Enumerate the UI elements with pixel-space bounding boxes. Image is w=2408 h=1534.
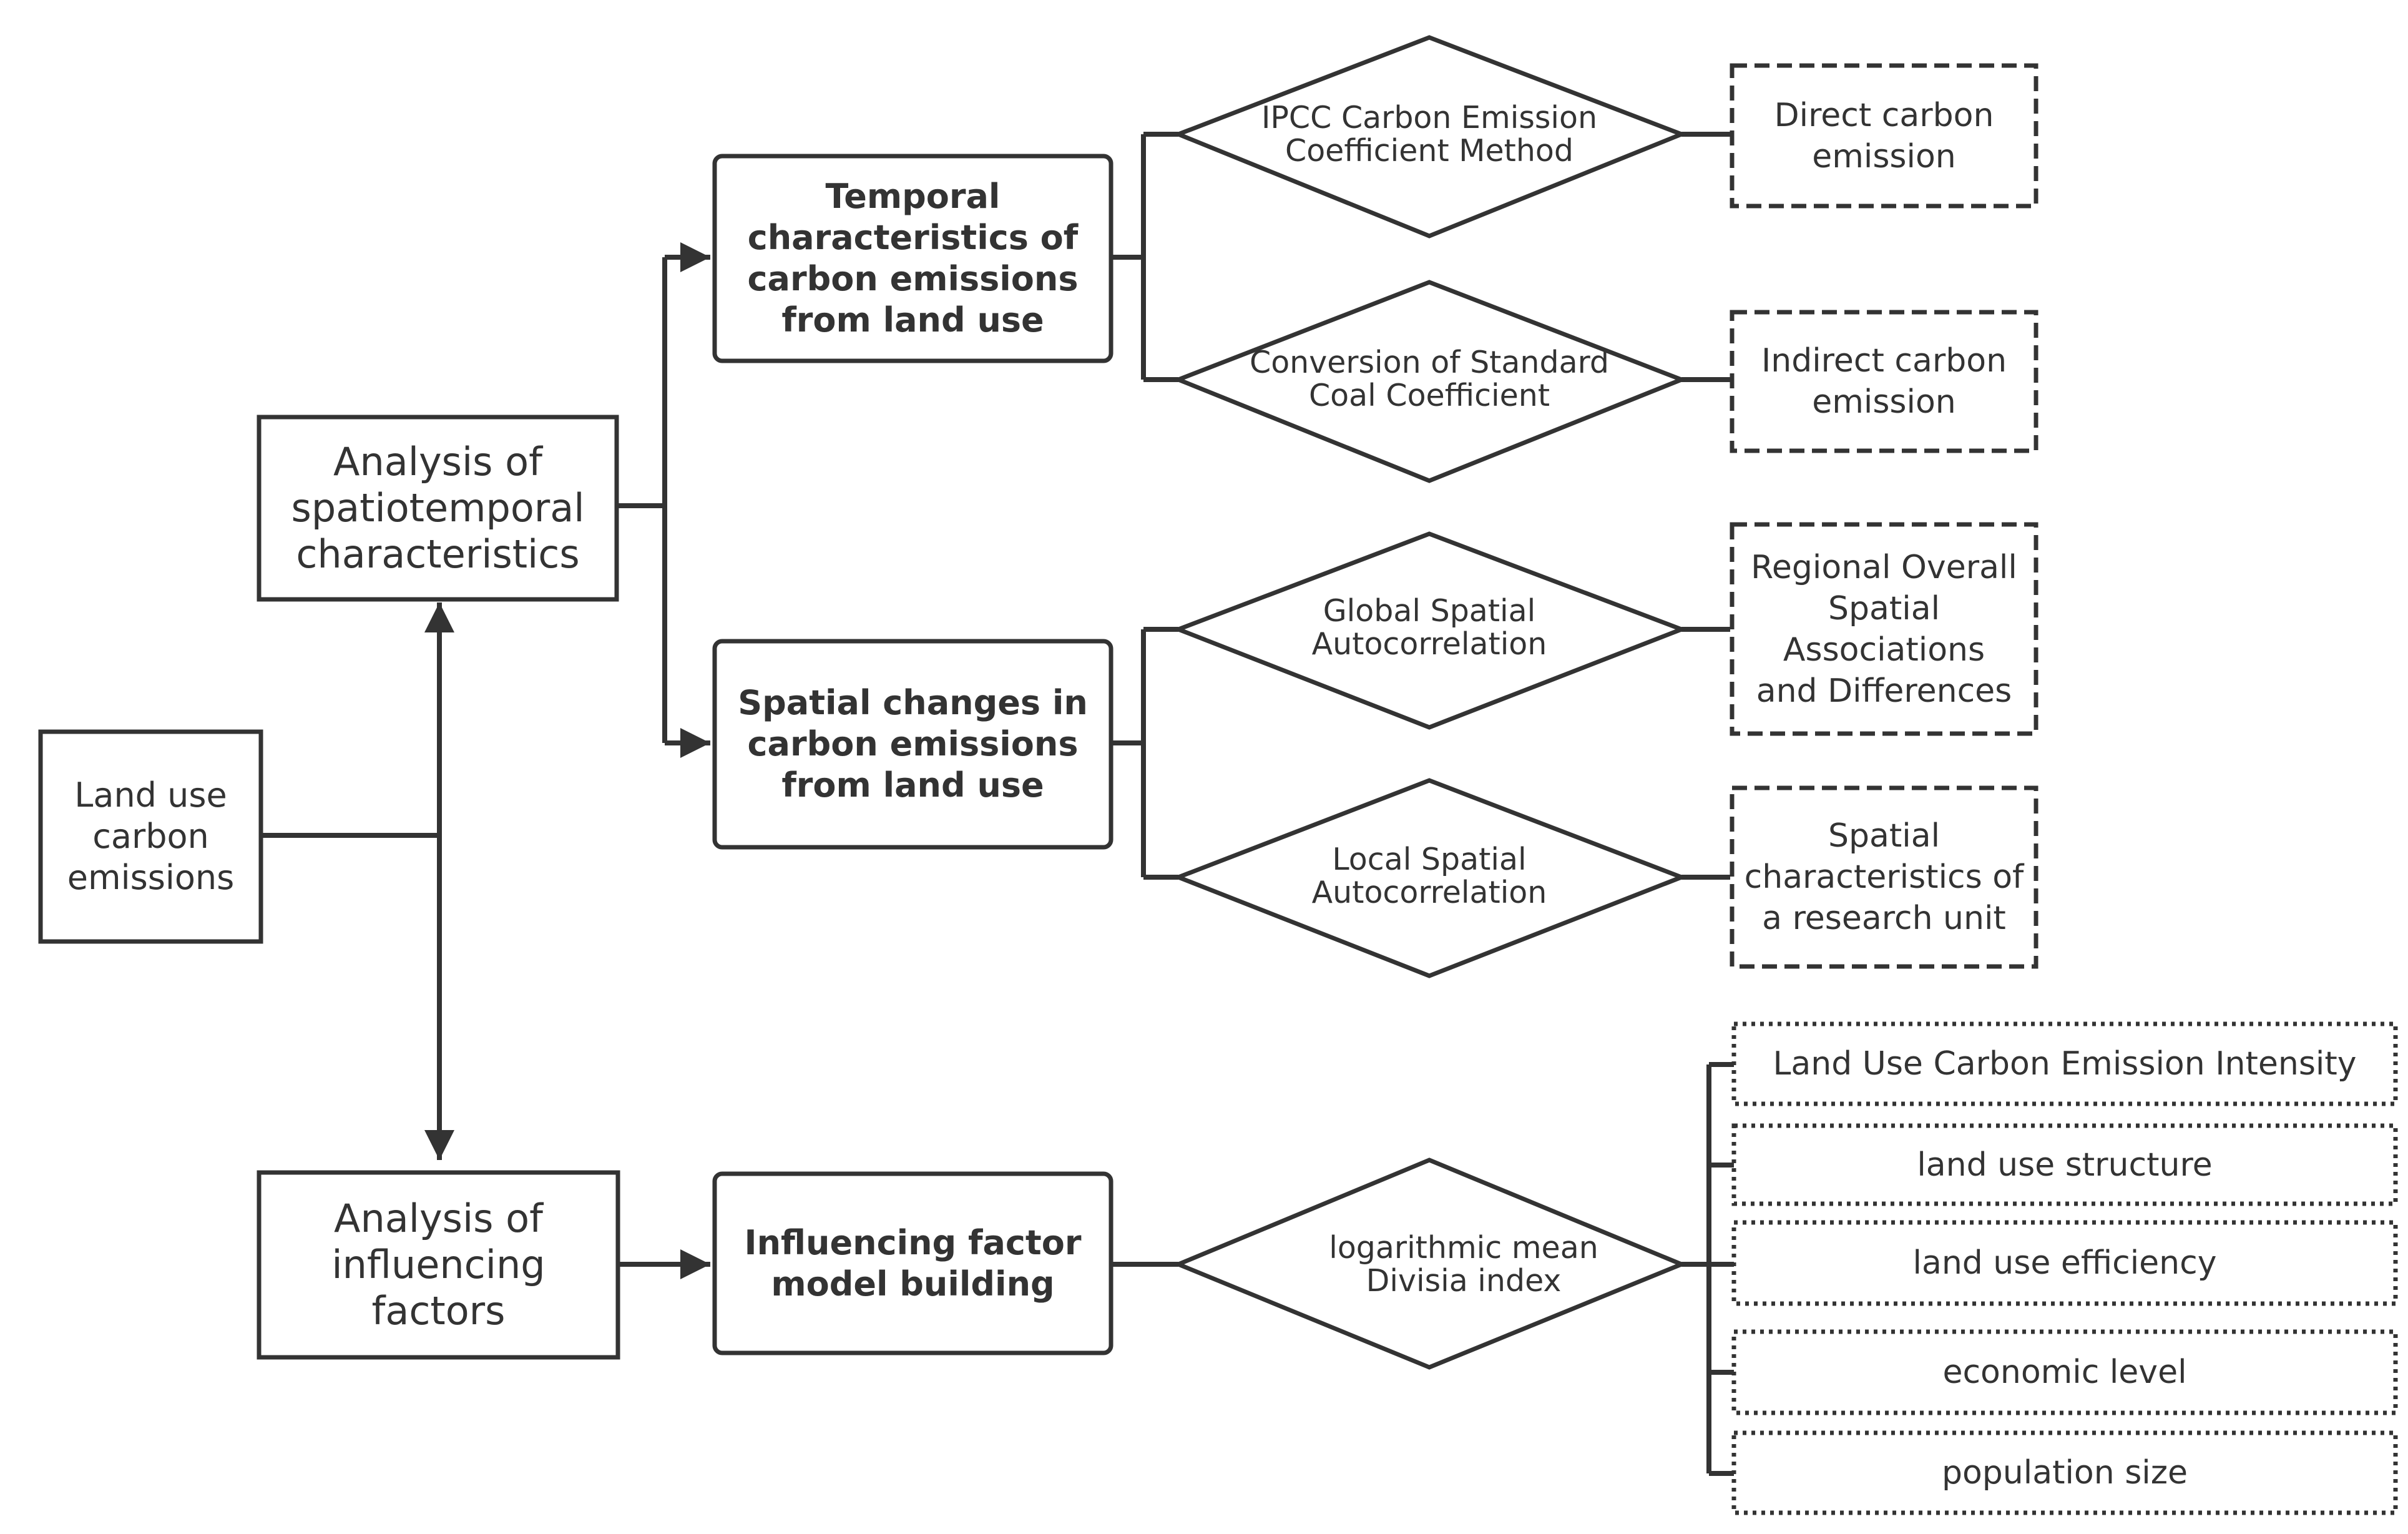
- factor-box-5: [1731, 1430, 2398, 1515]
- model-node-text: Influencing factor model building: [744, 1222, 1082, 1304]
- factor-text-2: land use structure: [1917, 1146, 2213, 1184]
- spatiotemporal-node-box: [257, 415, 619, 602]
- unit-result-box: [1730, 785, 2038, 969]
- local-diamond: [1172, 778, 1688, 978]
- ipcc-diamond: [1172, 35, 1688, 238]
- factor-label-2: land use structure: [1741, 1128, 2388, 1201]
- factor-text-5: population size: [1941, 1454, 2188, 1492]
- factor-box-2: [1731, 1123, 2398, 1206]
- result-boxes: [1730, 63, 2038, 969]
- factor-label-5: population size: [1741, 1435, 2388, 1510]
- factor-boxes: [1731, 1021, 2398, 1515]
- direct-result-text: Direct carbon emission: [1774, 96, 1994, 175]
- factor-label-1: Land Use Carbon Emission Intensity: [1741, 1026, 2388, 1101]
- influencing-node-label: Analysis of influencing factors: [275, 1178, 602, 1352]
- indirect-result-text: Indirect carbon emission: [1761, 342, 2007, 421]
- direct-result-label: Direct carbon emission: [1748, 70, 2020, 202]
- factor-text-3: land use efficiency: [1912, 1244, 2217, 1282]
- spatial-node-label: Spatial changes in carbon emissions from…: [737, 645, 1089, 843]
- indirect-result-box: [1730, 310, 2038, 453]
- temporal-node-text: Temporal characteristics of carbon emiss…: [747, 177, 1079, 340]
- influencing-node-box: [257, 1170, 620, 1360]
- factor-box-4: [1731, 1329, 2398, 1415]
- spatiotemporal-node-label: Analysis of spatiotemporal characteristi…: [268, 422, 607, 594]
- root-node-text: Land use carbon emissions: [67, 775, 235, 897]
- coal-diamond: [1172, 280, 1688, 483]
- direct-result-box: [1730, 63, 2038, 209]
- global-diamond-text: Global Spatial Autocorrelation: [1311, 593, 1547, 662]
- spatial-node-box: [712, 639, 1113, 850]
- factor-text-1: Land Use Carbon Emission Intensity: [1773, 1045, 2357, 1083]
- lmdi-diamond: [1172, 1158, 1688, 1370]
- spatiotemporal-node-text: Analysis of spatiotemporal characteristi…: [291, 439, 585, 577]
- factor-label-4: economic level: [1741, 1334, 2388, 1410]
- regional-result-text: Regional Overall Spatial Associations an…: [1751, 548, 2017, 710]
- model-node-box: [712, 1171, 1113, 1355]
- unit-result-label: Spatial characteristics of a research un…: [1741, 792, 2027, 963]
- local-diamond-text: Local Spatial Autocorrelation: [1311, 842, 1547, 910]
- temporal-node-label: Temporal characteristics of carbon emiss…: [743, 160, 1083, 357]
- global-diamond: [1172, 531, 1688, 730]
- regional-result-box: [1730, 522, 2038, 736]
- model-node-label: Influencing factor model building: [733, 1178, 1092, 1349]
- lmdi-diamond-label: logarithmic mean Divisia index: [1308, 1217, 1620, 1311]
- root-node-label: Land use carbon emissions: [47, 737, 255, 937]
- factor-box-3: [1731, 1220, 2398, 1306]
- spatial-node-text: Spatial changes in carbon emissions from…: [738, 683, 1088, 805]
- coal-diamond-text: Conversion of Standard Coal Coefficient: [1249, 345, 1609, 413]
- ipcc-diamond-label: IPCC Carbon Emission Coefficient Method: [1239, 87, 1620, 181]
- factor-text-4: economic level: [1942, 1354, 2187, 1391]
- factor-box-1: [1731, 1021, 2398, 1106]
- indirect-result-label: Indirect carbon emission: [1760, 316, 2008, 447]
- root-node-box: [38, 729, 263, 944]
- lmdi-diamond-text: logarithmic mean Divisia index: [1329, 1230, 1598, 1299]
- regional-result-label: Regional Overall Spatial Associations an…: [1748, 524, 2020, 734]
- local-diamond-label: Local Spatial Autocorrelation: [1270, 829, 1588, 923]
- global-diamond-label: Global Spatial Autocorrelation: [1270, 581, 1588, 674]
- influencing-node-text: Analysis of influencing factors: [331, 1196, 546, 1334]
- coal-diamond-label: Conversion of Standard Coal Coefficient: [1239, 332, 1620, 426]
- factor-label-3: land use efficiency: [1741, 1225, 2388, 1301]
- ipcc-diamond-text: IPCC Carbon Emission Coefficient Method: [1261, 100, 1598, 169]
- temporal-node-box: [712, 154, 1113, 363]
- unit-result-text: Spatial characteristics of a research un…: [1744, 817, 2024, 937]
